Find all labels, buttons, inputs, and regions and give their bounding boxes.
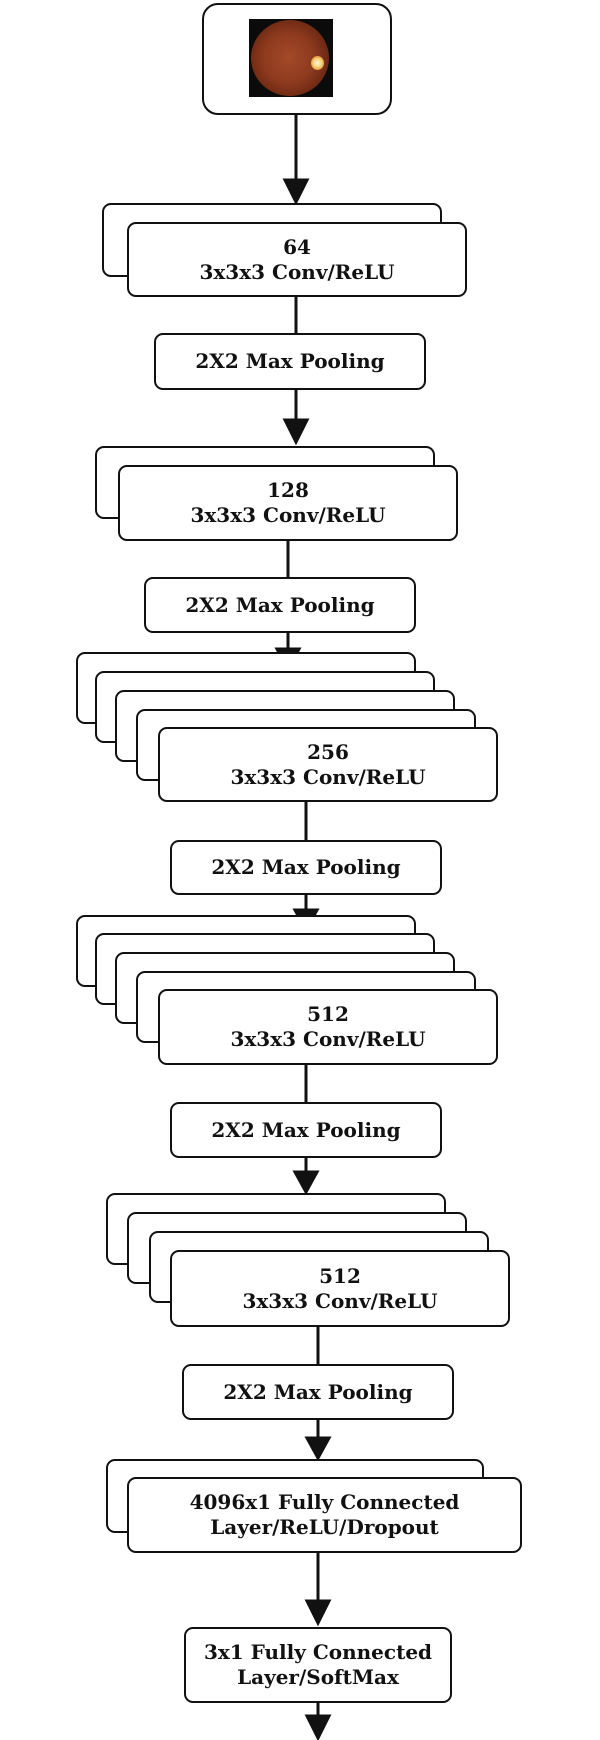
- pool-label: 2X2 Max Pooling: [185, 592, 375, 617]
- pool-label: 2X2 Max Pooling: [223, 1379, 413, 1404]
- fc-line-1: 3x1 Fully Connected: [203, 1640, 433, 1664]
- conv-layer-5: 512 3x3x3 Conv/ReLU: [170, 1250, 510, 1327]
- conv-operation: 3x3x3 Conv/ReLU: [242, 1288, 438, 1313]
- conv-filter-count: 512: [307, 1002, 349, 1026]
- conv-layer-2: 128 3x3x3 Conv/ReLU: [118, 465, 458, 541]
- optic-disc-icon: [311, 56, 324, 70]
- fc-line-2: Layer/ReLU/Dropout: [210, 1515, 439, 1539]
- conv-layer-3: 256 3x3x3 Conv/ReLU: [158, 727, 498, 802]
- conv-operation: 3x3x3 Conv/ReLU: [230, 1027, 426, 1051]
- arrowhead-icon: [292, 1170, 320, 1196]
- arrowhead-icon: [282, 178, 310, 206]
- conv-operation: 3x3x3 Conv/ReLU: [190, 503, 386, 527]
- conv-operation: 3x3x3 Conv/ReLU: [199, 259, 395, 284]
- arrowhead-icon: [304, 1714, 332, 1740]
- arrowhead-icon: [304, 1436, 332, 1462]
- arrowhead-icon: [304, 1599, 332, 1627]
- input-image-box: [202, 3, 392, 115]
- conv-filter-count: 256: [307, 739, 349, 764]
- pool-label: 2X2 Max Pooling: [195, 349, 385, 373]
- conv-filter-count: 128: [267, 478, 309, 502]
- conv-layer-4: 512 3x3x3 Conv/ReLU: [158, 989, 498, 1065]
- arrowhead-icon: [282, 418, 310, 446]
- retinal-fundus-image: [249, 19, 333, 97]
- max-pooling-layer-2: 2X2 Max Pooling: [144, 577, 416, 633]
- fully-connected-layer-1: 4096x1 Fully Connected Layer/ReLU/Dropou…: [127, 1477, 522, 1553]
- fully-connected-layer-2: 3x1 Fully Connected Layer/SoftMax: [184, 1627, 452, 1703]
- pool-label: 2X2 Max Pooling: [211, 1117, 401, 1142]
- max-pooling-layer-3: 2X2 Max Pooling: [170, 840, 442, 895]
- pool-label: 2X2 Max Pooling: [211, 855, 401, 879]
- conv-operation: 3x3x3 Conv/ReLU: [230, 764, 426, 789]
- conv-filter-count: 512: [319, 1263, 361, 1288]
- fc-line-2: Layer/SoftMax: [237, 1665, 399, 1689]
- max-pooling-layer-5: 2X2 Max Pooling: [182, 1364, 454, 1420]
- conv-layer-1: 64 3x3x3 Conv/ReLU: [127, 222, 467, 297]
- max-pooling-layer-1: 2X2 Max Pooling: [154, 333, 426, 390]
- conv-filter-count: 64: [283, 234, 311, 259]
- max-pooling-layer-4: 2X2 Max Pooling: [170, 1102, 442, 1158]
- fc-line-1: 4096x1 Fully Connected: [189, 1490, 460, 1514]
